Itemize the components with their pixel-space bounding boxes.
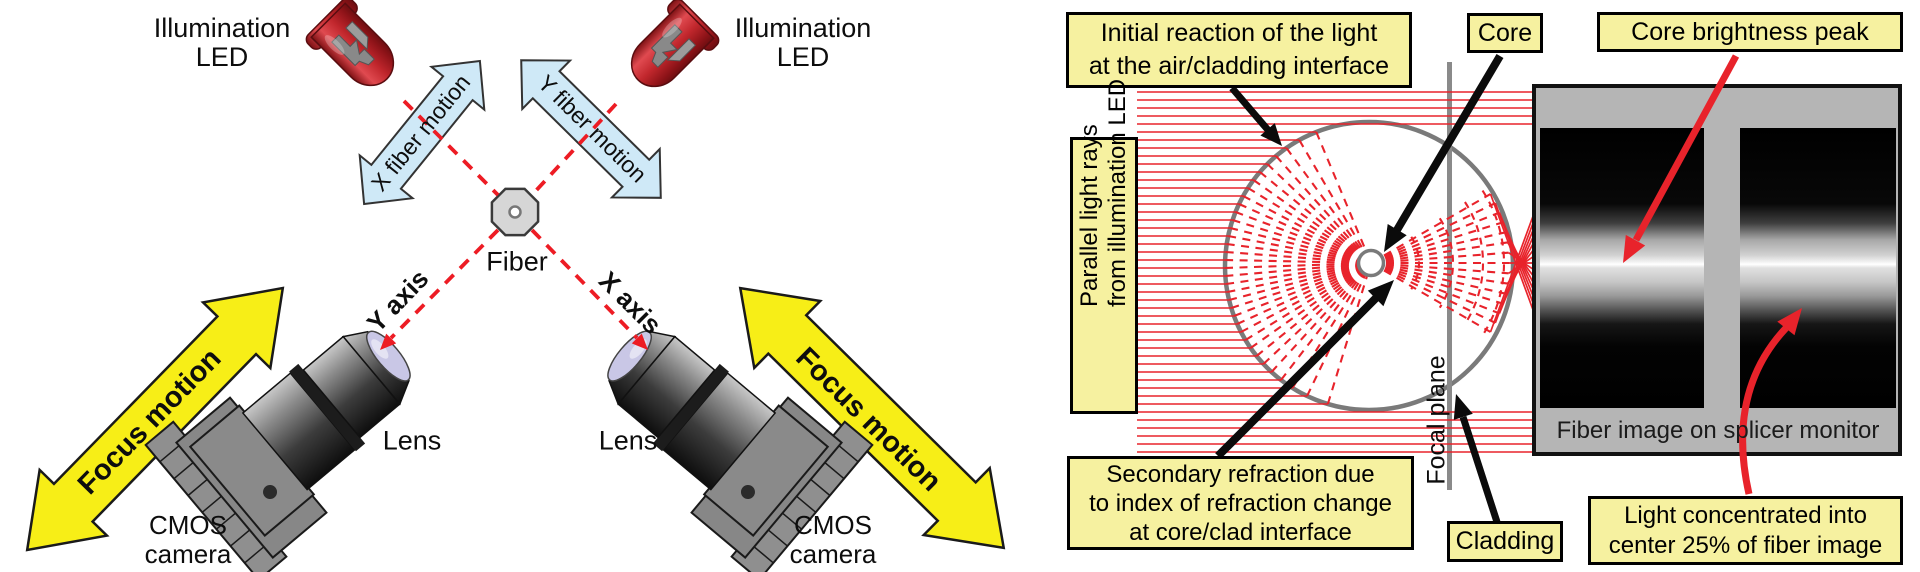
lens-label-right: Lens: [598, 425, 658, 456]
callout-core-brightness: Core brightness peak: [1597, 12, 1903, 52]
illumination-led-right-icon: [630, 0, 720, 88]
callout-secondary-refraction: Secondary refraction due to index of ref…: [1067, 456, 1414, 550]
callout-core: Core: [1467, 13, 1543, 53]
y-fiber-motion-arrow-icon: [520, 59, 662, 199]
fiber-octagon-icon: [490, 187, 540, 237]
illumination-led-left-icon: [305, 0, 395, 87]
fiber-image-left: [1540, 128, 1704, 408]
y-axis-arrowhead-icon: [380, 333, 397, 350]
illumination-led-label-left: Illumination LED: [153, 13, 291, 72]
focal-plane-label: Focal plane: [1422, 355, 1451, 485]
annotation-arrows-red: [1623, 54, 1802, 495]
cmos-camera-label-left: CMOS camera: [144, 510, 232, 569]
callout-parallel-rays: Parallel light rays from illumination LE…: [1070, 78, 1138, 414]
x-fiber-motion-arrow-icon: [358, 59, 486, 206]
cmos-camera-right-icon: [607, 330, 874, 572]
monitor-caption: Fiber image on splicer monitor: [1556, 417, 1880, 444]
callout-initial-reaction: Initial reaction of the light at the air…: [1066, 12, 1412, 88]
core-circle: [1356, 248, 1386, 278]
fiber-image-right: [1740, 128, 1896, 408]
illumination-led-label-right: Illumination LED: [734, 13, 872, 72]
x-axis-arrowhead-icon: [631, 333, 648, 350]
callout-cladding: Cladding: [1447, 521, 1563, 562]
cmos-camera-label-right: CMOS camera: [789, 510, 877, 569]
callout-light-concentrated: Light concentrated into center 25% of fi…: [1588, 496, 1903, 565]
cmos-camera-left-icon: [144, 330, 411, 572]
focus-motion-arrow-right-icon: [738, 286, 1006, 550]
annotation-arrows-black: [1215, 53, 1504, 524]
lens-label-left: Lens: [382, 425, 442, 456]
optical-path-dashes: [389, 99, 639, 340]
fiber-label: Fiber: [486, 246, 548, 277]
monitor-image: [1532, 84, 1902, 456]
focus-motion-arrow-left-icon: [25, 286, 285, 552]
